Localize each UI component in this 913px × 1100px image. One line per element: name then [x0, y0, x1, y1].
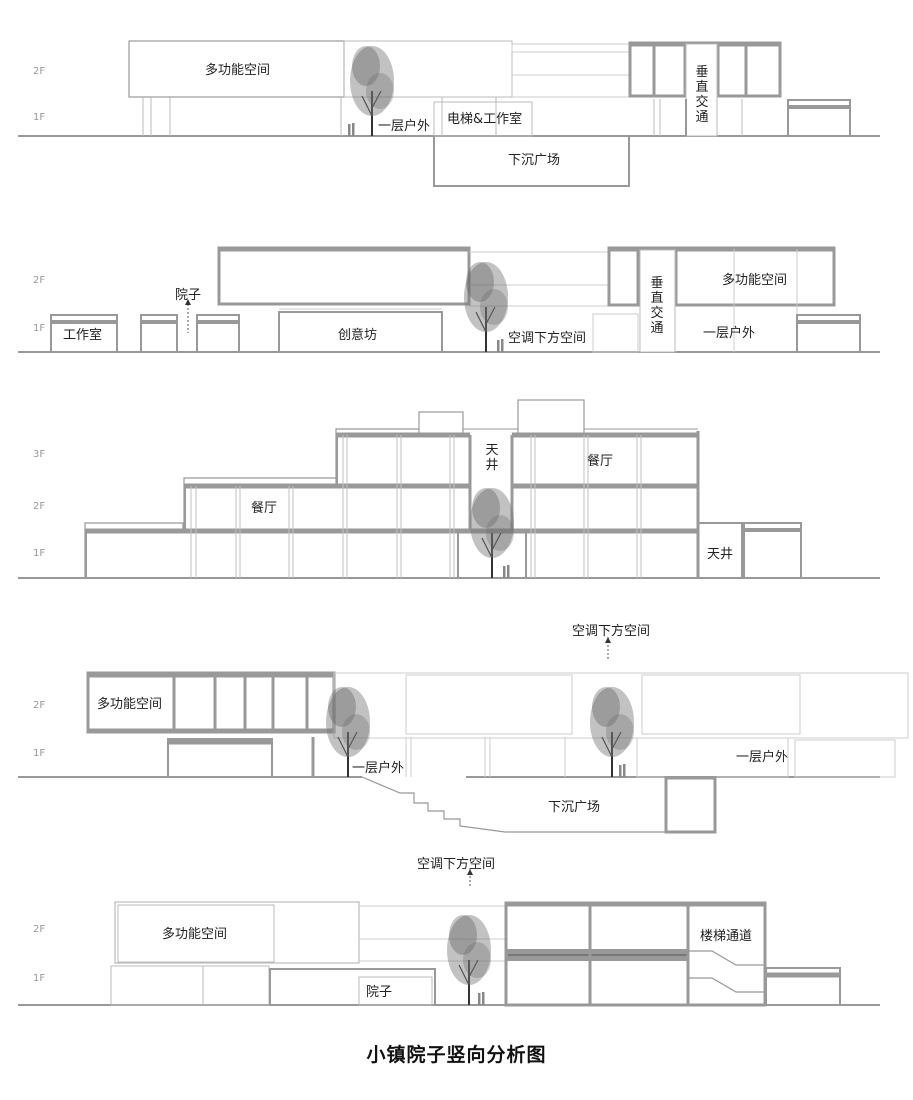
section-5 [18, 868, 880, 1007]
section-3 [18, 399, 880, 579]
label-ac-under: 空调下方空间 [417, 857, 496, 872]
diagram-title: 小镇院子竖向分析图 [366, 1044, 547, 1066]
floor-label: 1F [33, 112, 46, 123]
label-courtyard: 院子 [366, 985, 393, 1000]
floor-label: 1F [33, 748, 46, 759]
label-stair: 楼梯通道 [700, 929, 753, 944]
label-multi-space: 多功能空间 [97, 697, 163, 712]
label-sunken-plaza: 下沉广场 [508, 153, 561, 168]
floor-label: 1F [33, 973, 46, 984]
label-outdoor: 一层户外 [378, 119, 431, 134]
label-multi-space: 多功能空间 [722, 273, 788, 288]
label-vertical-traffic: 垂直交通 [695, 65, 709, 125]
label-atrium-top: 天井 [485, 443, 499, 473]
floor-label: 2F [33, 501, 46, 512]
label-restaurant-3f: 餐厅 [587, 454, 614, 469]
section-1 [18, 40, 880, 187]
label-outdoor-right: 一层户外 [736, 750, 789, 765]
section-4 [18, 637, 909, 834]
label-outdoor-left: 一层户外 [352, 761, 405, 776]
label-restaurant-2f: 餐厅 [251, 501, 278, 516]
floor-label: 3F [33, 449, 46, 460]
label-outdoor: 一层户外 [703, 326, 756, 341]
label-courtyard: 院子 [175, 288, 202, 303]
label-elevator-studio: 电梯&工作室 [447, 112, 523, 127]
label-studio: 工作室 [63, 328, 103, 343]
label-vertical-traffic: 垂直交通 [650, 276, 664, 336]
floor-label: 2F [33, 924, 46, 935]
label-ac-under: 空调下方空间 [508, 331, 587, 346]
label-atrium-right: 天井 [707, 547, 734, 562]
floor-label: 2F [33, 700, 46, 711]
floor-label: 1F [33, 323, 46, 334]
label-sunken-plaza: 下沉广场 [548, 800, 601, 815]
section-2 [18, 246, 880, 353]
floor-label: 1F [33, 548, 46, 559]
label-creative: 创意坊 [338, 328, 378, 343]
floor-label: 2F [33, 275, 46, 286]
label-ac-under: 空调下方空间 [572, 624, 651, 639]
floor-label: 2F [33, 66, 46, 77]
label-multi-space: 多功能空间 [162, 927, 228, 942]
label-multi-space: 多功能空间 [205, 63, 271, 78]
